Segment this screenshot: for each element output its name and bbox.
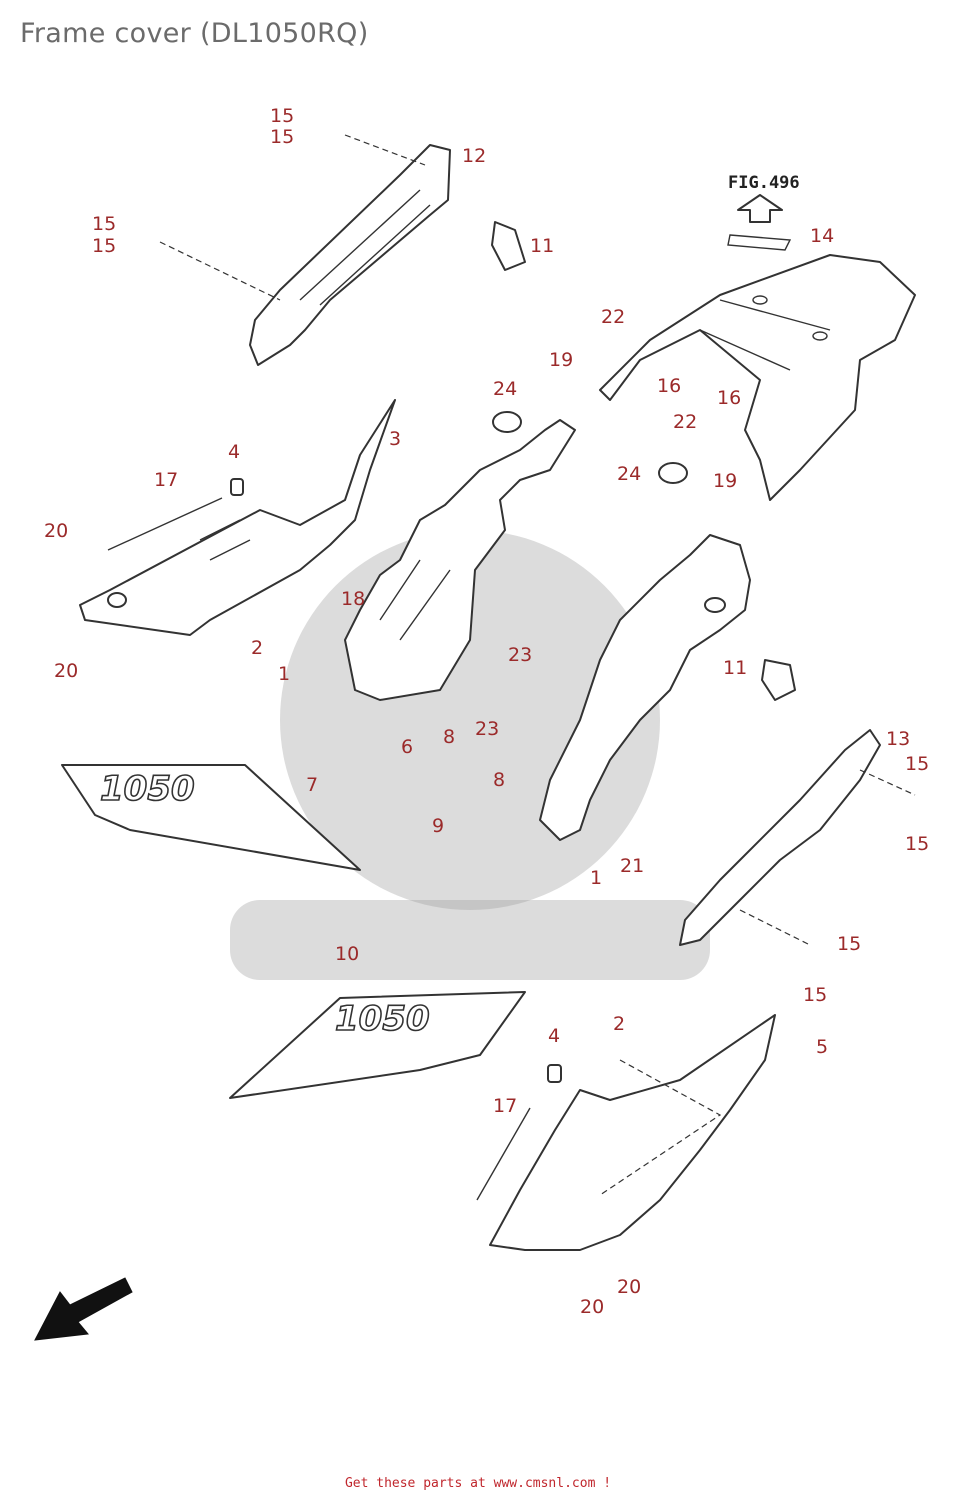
callout-15: 15 — [270, 105, 294, 127]
callout-21: 21 — [620, 855, 644, 877]
callout-8: 8 — [443, 726, 455, 748]
part-14-tail-cover — [599, 234, 916, 501]
callout-17: 17 — [493, 1095, 517, 1117]
part-5-side-cover-lower — [476, 1014, 776, 1251]
part-10-emblem: 1050 — [229, 991, 526, 1099]
callout-12: 12 — [462, 145, 486, 167]
callout-13: 13 — [886, 728, 910, 750]
part-11-clip-top — [491, 221, 526, 271]
callout-4: 4 — [548, 1025, 560, 1047]
callout-2: 2 — [613, 1013, 625, 1035]
callout-15: 15 — [92, 213, 116, 235]
callout-14: 14 — [810, 225, 834, 247]
footer-link[interactable]: Get these parts at www.cmsnl.com ! — [344, 1476, 612, 1491]
callout-20: 20 — [580, 1296, 604, 1318]
part-12-bracket — [159, 134, 451, 366]
callout-20: 20 — [44, 520, 68, 542]
callout-20: 20 — [54, 660, 78, 682]
callout-20: 20 — [617, 1276, 641, 1298]
callout-22: 22 — [601, 306, 625, 328]
callout-6: 6 — [401, 736, 413, 758]
callout-19: 19 — [713, 470, 737, 492]
callout-23: 23 — [475, 718, 499, 740]
callout-9: 9 — [432, 815, 444, 837]
emblem-text-lower: 1050 — [335, 999, 430, 1039]
callout-24: 24 — [493, 378, 517, 400]
callout-3: 3 — [389, 428, 401, 450]
callout-22: 22 — [673, 411, 697, 433]
direction-arrow — [34, 1277, 133, 1341]
callout-15: 15 — [270, 126, 294, 148]
callout-2: 2 — [251, 637, 263, 659]
callout-1: 1 — [590, 867, 602, 889]
callout-15: 15 — [92, 235, 116, 257]
callout-1: 1 — [278, 663, 290, 685]
callout-15: 15 — [803, 984, 827, 1006]
part-6-center-cover — [344, 411, 576, 701]
callout-4: 4 — [228, 441, 240, 463]
callout-15: 15 — [837, 933, 861, 955]
callout-10: 10 — [335, 943, 359, 965]
emblem-text-upper: 1050 — [100, 769, 195, 809]
callout-16: 16 — [657, 375, 681, 397]
callout-15: 15 — [905, 753, 929, 775]
fig-reference-arrow: FIG.496 — [728, 173, 800, 223]
part-11-clip-right — [761, 659, 796, 701]
callout-23: 23 — [508, 644, 532, 666]
callout-24: 24 — [617, 463, 641, 485]
callout-8: 8 — [493, 769, 505, 791]
callout-5: 5 — [816, 1036, 828, 1058]
part-3-side-cover-left — [79, 399, 396, 636]
callout-11: 11 — [530, 235, 554, 257]
callout-18: 18 — [341, 588, 365, 610]
callout-11: 11 — [723, 657, 747, 679]
fig-reference-label: FIG.496 — [728, 173, 800, 193]
page-title: Frame cover (DL1050RQ) — [20, 18, 369, 49]
callout-19: 19 — [549, 349, 573, 371]
callout-16: 16 — [717, 387, 741, 409]
part-7-emblem: 1050 — [61, 764, 361, 871]
callout-17: 17 — [154, 469, 178, 491]
part-9-frame-member — [539, 462, 751, 841]
part-13-bracket — [679, 729, 916, 946]
callout-7: 7 — [306, 774, 318, 796]
callout-15: 15 — [905, 833, 929, 855]
